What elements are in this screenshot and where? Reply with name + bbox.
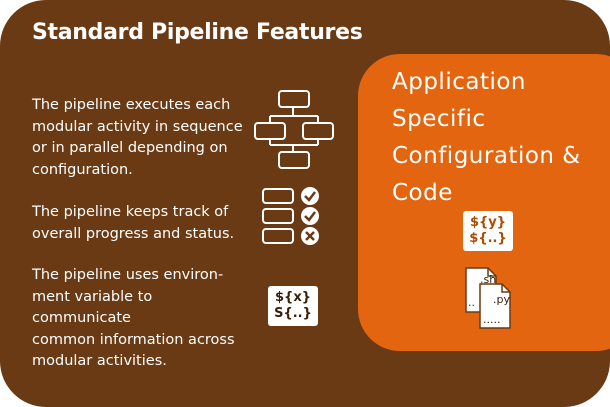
py-file-label: .py <box>493 293 510 306</box>
checklist-status-icon <box>262 187 319 245</box>
application-title: Application Specific Configuration & Cod… <box>392 69 581 206</box>
sh-file-label: .sh <box>480 273 496 286</box>
page-title: Standard Pipeline Features <box>32 20 363 45</box>
sh-file-dots: .. <box>468 296 475 309</box>
app-env-variable-icon: ${y} ${..} <box>463 211 513 251</box>
feature-env-text: The pipeline uses environ- ment variable… <box>32 267 235 369</box>
env-variable-icon: ${x} S{..} <box>268 286 318 326</box>
feature-progress-text: The pipeline keeps track of overall prog… <box>32 204 235 242</box>
script-files-icon: .sh .. .py ..... <box>465 267 511 329</box>
py-file-dots: ..... <box>483 313 500 326</box>
feature-execution-text: The pipeline executes each modular activ… <box>32 97 243 178</box>
flowchart-icon <box>254 90 334 169</box>
